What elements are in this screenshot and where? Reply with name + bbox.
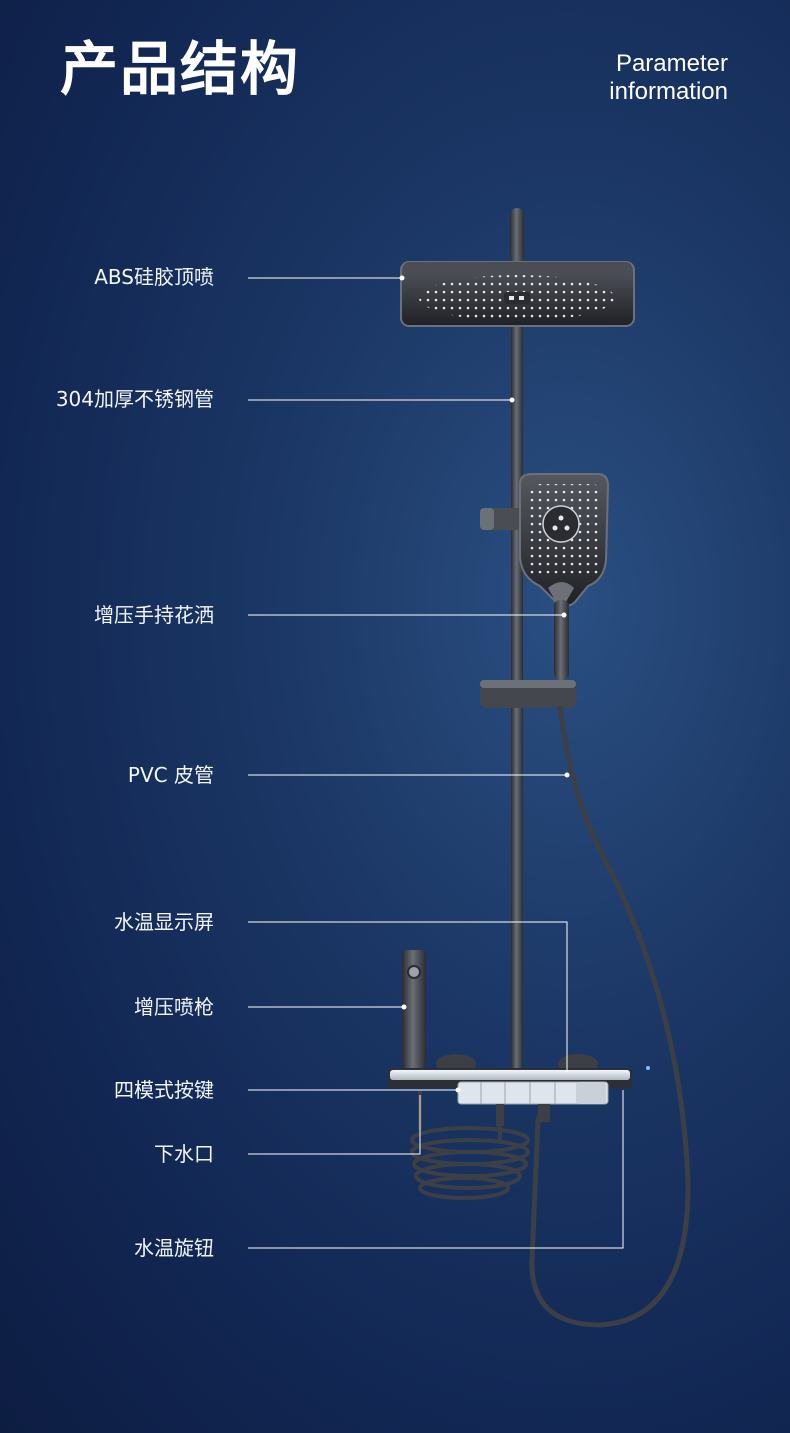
leader-line-knob	[248, 1090, 624, 1249]
coiled-hose	[410, 1090, 530, 1200]
subtitle-line-2: information	[609, 78, 728, 105]
label-temp-knob: 水温旋钮	[134, 1236, 214, 1260]
label-top-shower: ABS硅胶顶喷	[94, 265, 214, 289]
pvc-hose	[529, 705, 691, 1328]
label-mode-buttons: 四模式按键	[114, 1078, 214, 1102]
hand-shower-bracket	[480, 508, 524, 530]
subtitle-line-1: Parameter	[615, 50, 728, 77]
leader-line-drain	[248, 1095, 421, 1155]
page-title: 产品结构	[60, 35, 301, 103]
leader-line-display	[248, 921, 568, 1072]
spray-gun	[402, 950, 426, 1068]
label-drain: 下水口	[154, 1142, 214, 1166]
hand-shower	[519, 473, 610, 680]
top-shower-head	[400, 261, 635, 327]
label-pvc-hose: PVC 皮管	[127, 763, 214, 787]
label-temp-display: 水温显示屏	[114, 910, 214, 934]
leader-lines	[248, 277, 624, 1249]
label-spray-gun: 增压喷枪	[134, 995, 214, 1019]
label-steel-pipe: 304加厚不锈钢管	[55, 387, 214, 411]
page-subtitle: Parameter information	[609, 50, 728, 106]
lower-holder	[480, 680, 576, 708]
control-panel	[388, 1066, 650, 1126]
label-hand-shower: 增压手持花洒	[94, 603, 214, 627]
leader-dots	[399, 275, 570, 1093]
